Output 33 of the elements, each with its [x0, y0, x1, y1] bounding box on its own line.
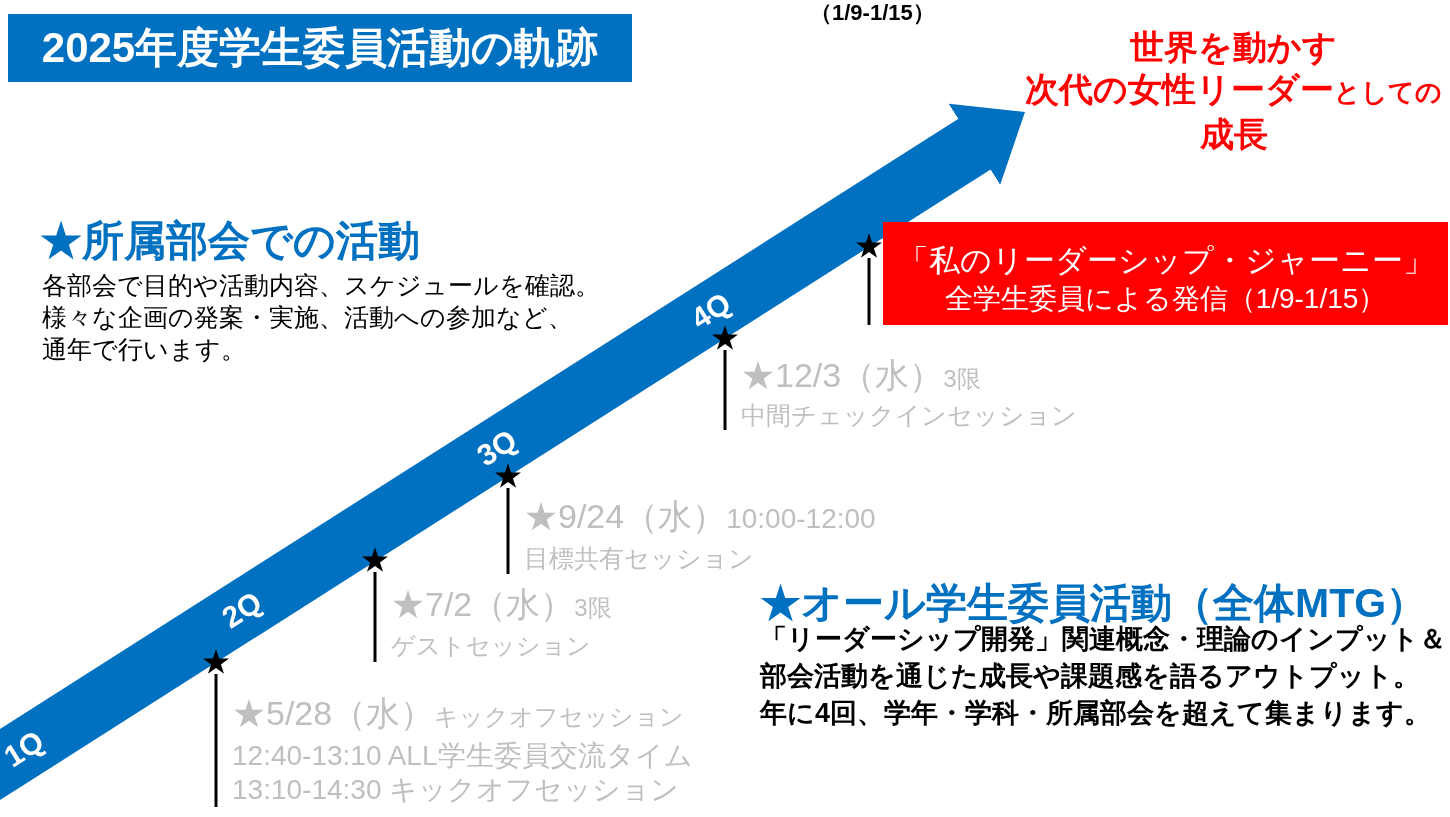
- star-icon: [712, 325, 738, 350]
- date-range-text: （1/9-1/15）: [810, 0, 935, 26]
- star-icon: [856, 233, 882, 258]
- star-icon: [203, 649, 229, 674]
- event-detail-text: ゲストセッション: [391, 631, 591, 661]
- connector-line: [506, 488, 510, 574]
- event-detail-text: 中間チェックインセッション: [741, 400, 1077, 430]
- event-date-text: ★12/3（水）3限: [741, 357, 981, 396]
- event-date-text: ★7/2（水）3限: [391, 585, 612, 625]
- goal-text: 世界を動かす次代の女性リーダーとしての成長: [1025, 27, 1442, 155]
- highlight-box: [883, 222, 1448, 325]
- quarter-label: 2Q: [217, 586, 267, 634]
- highlight-subtitle: 全学生委員による発信（1/9-1/15）: [944, 281, 1387, 316]
- event-detail-text: 13:10-14:30 キックオフセッション: [232, 773, 680, 807]
- star-icon: [495, 463, 521, 488]
- quarter-label: 1Q: [0, 725, 49, 773]
- connector-line: [867, 258, 871, 325]
- section-description: 「リーダーシップ開発」関連概念・理論のインプット＆部会活動を通じた成長や課題感を語るアウトプット。年に4回、学年・学科・所属部会を超えて集まります。: [760, 624, 1446, 730]
- connector-line: [723, 350, 727, 430]
- event-date-text: ★9/24（水）10:00-12:00: [524, 497, 876, 537]
- event-detail-text: 12:40-13:10 ALL学生委員交流タイム: [232, 739, 693, 773]
- section-description: 各部会で目的や活動内容、スケジュールを確認。様々な企画の発案・実施、活動への参加など、通年で行います。: [42, 270, 600, 365]
- star-icon: [362, 547, 388, 572]
- event-date-text: ★5/28（水）キックオフセッション: [232, 694, 685, 734]
- connector-line: [214, 674, 218, 807]
- section-heading: ★所属部会での活動: [40, 216, 420, 266]
- highlight-title: 「私のリーダーシップ・ジャーニー」: [897, 241, 1434, 280]
- section-heading: ★オール学生委員活動（全体MTG）: [760, 579, 1428, 626]
- quarter-label: 4Q: [686, 287, 736, 335]
- event-detail-text: 目標共有セッション: [524, 543, 754, 574]
- connector-line: [373, 572, 377, 662]
- title-banner: 2025年度学生委員活動の軌跡: [8, 14, 632, 82]
- quarter-label: 3Q: [472, 424, 522, 472]
